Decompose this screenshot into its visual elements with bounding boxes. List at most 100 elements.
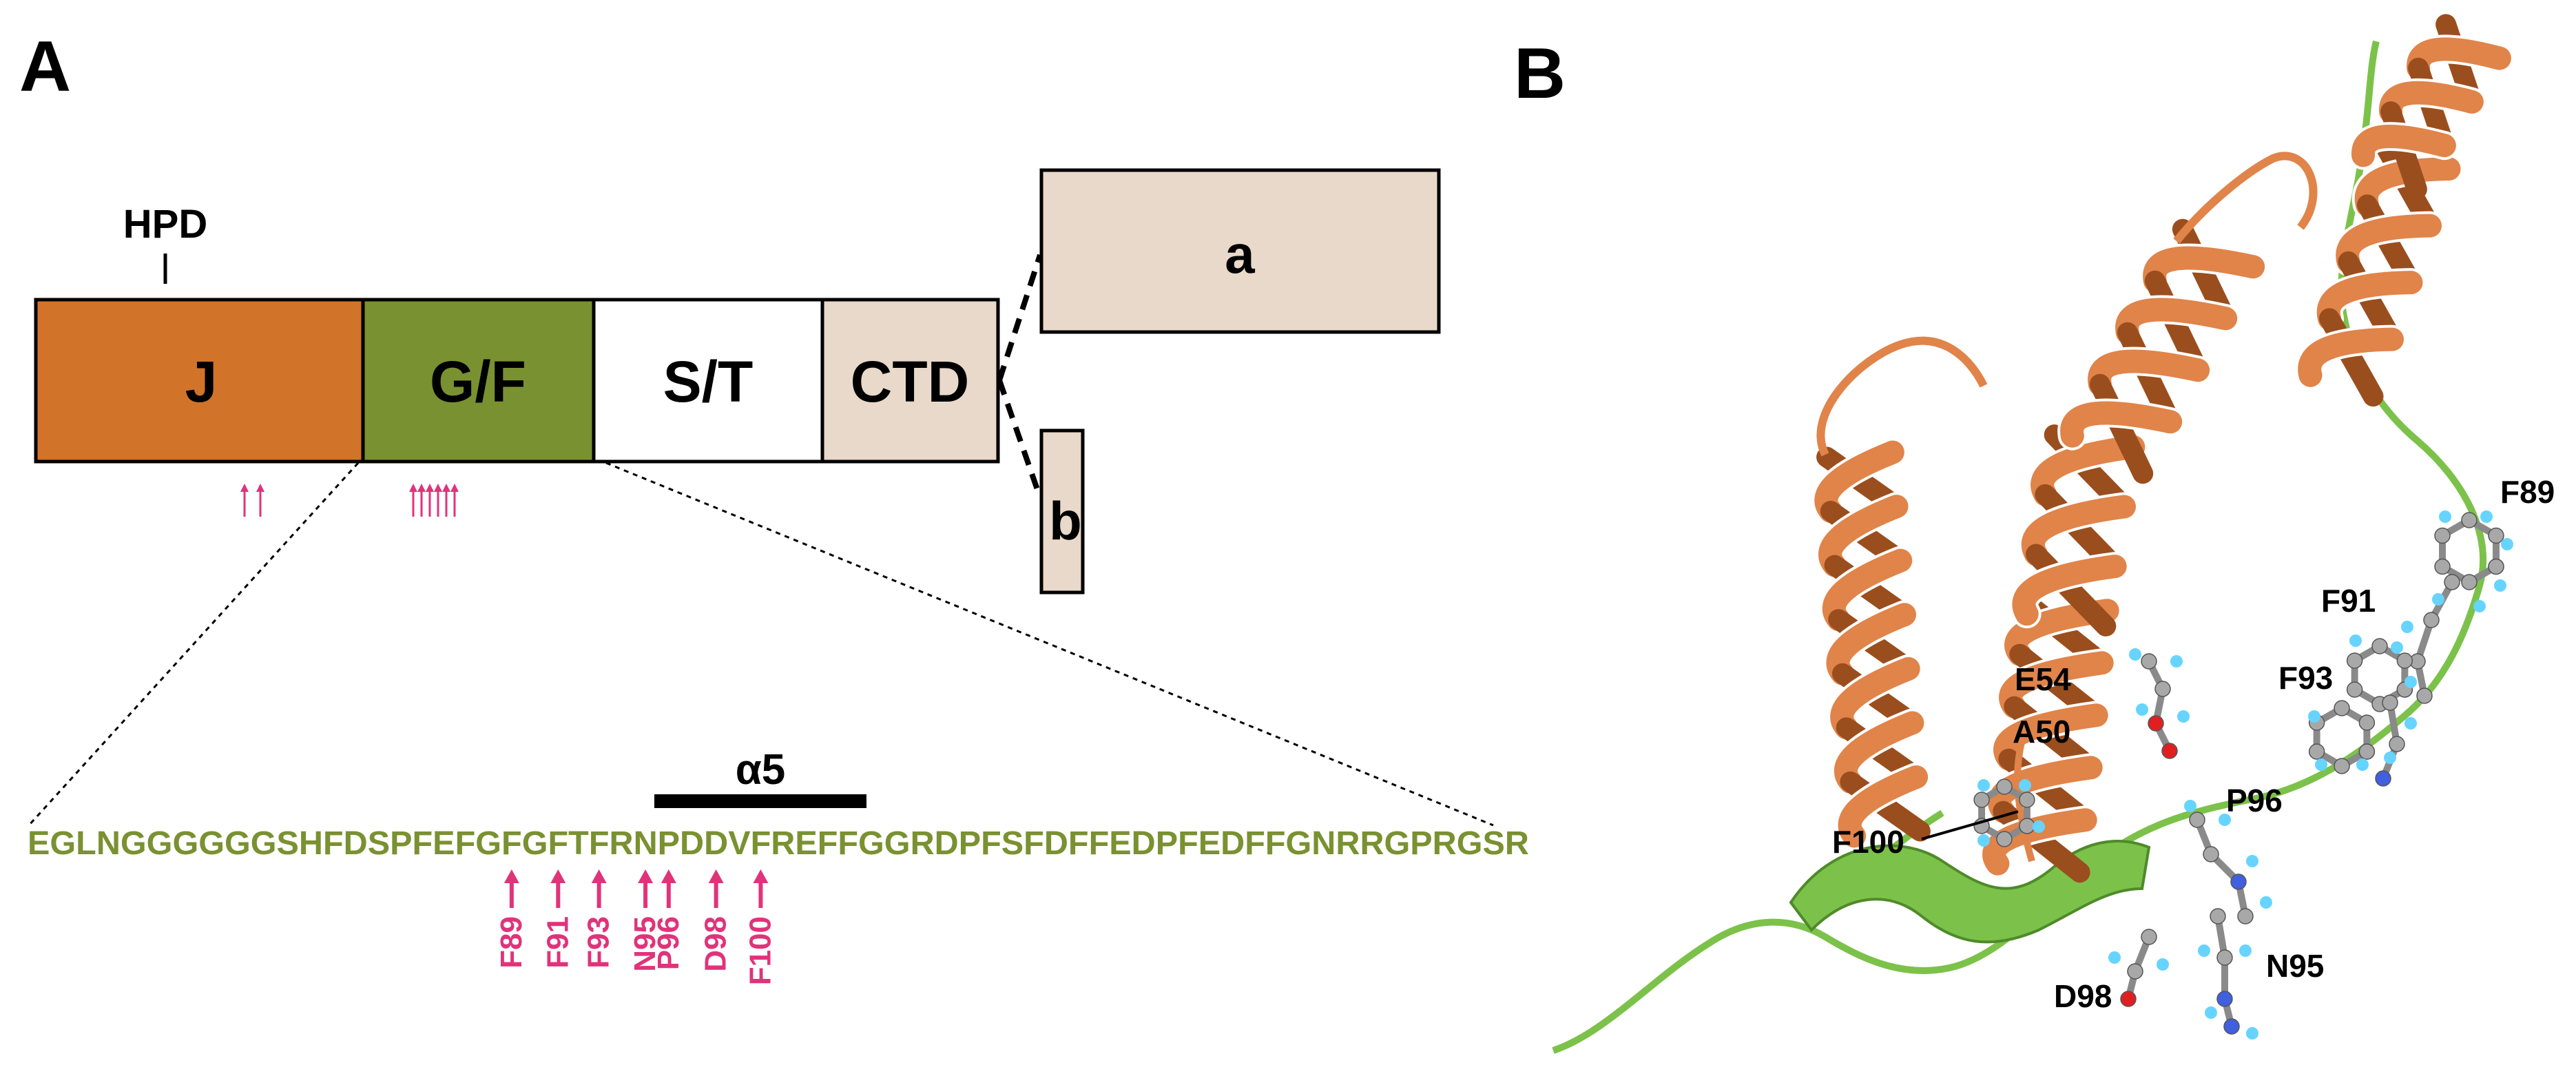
residue-marker-f93: F93 bbox=[582, 869, 616, 969]
side-chain-f93-ring bbox=[2308, 700, 2376, 774]
atom-hydrogen bbox=[2157, 958, 2169, 971]
atom-hydrogen bbox=[2108, 951, 2121, 964]
domain-marker-arrowhead bbox=[426, 484, 434, 492]
label-f89: F89 bbox=[2500, 474, 2555, 510]
residue-marker-f91: F91 bbox=[541, 869, 574, 969]
panel-a: A HPD J G/F S/T CTD a b bbox=[19, 27, 1529, 985]
orange-loop-left bbox=[1816, 336, 1988, 457]
atom-hydrogen bbox=[2246, 855, 2258, 867]
side-chain-f89-ring bbox=[2434, 512, 2504, 590]
atom-hydrogen bbox=[2239, 944, 2252, 957]
residue-marker-arrowhead bbox=[550, 869, 566, 883]
atom bbox=[2237, 908, 2254, 924]
atom bbox=[2416, 688, 2433, 704]
atom-hydrogen bbox=[2439, 510, 2451, 523]
domain-j-label: J bbox=[185, 349, 218, 414]
atom-hydrogen bbox=[2205, 1006, 2217, 1019]
atom-hydrogen bbox=[2019, 779, 2031, 792]
side-chain-n95 bbox=[2210, 908, 2240, 1035]
residue-marker-arrowhead bbox=[591, 869, 607, 883]
sequence-residue: G bbox=[522, 825, 548, 862]
atom-hydrogen bbox=[2184, 800, 2196, 812]
atom-hydrogen bbox=[1977, 834, 1990, 847]
atom bbox=[2308, 743, 2325, 760]
orange-loop-top bbox=[2173, 152, 2318, 244]
atom bbox=[2461, 574, 2478, 590]
atom bbox=[2141, 653, 2157, 670]
label-a50: A50 bbox=[2013, 714, 2070, 750]
helix-turn-front bbox=[2012, 555, 2127, 626]
ctd-link-a bbox=[997, 254, 1043, 382]
atom bbox=[2127, 963, 2143, 980]
residue-marker-label: P96 bbox=[652, 916, 685, 970]
helix-a5-label: α5 bbox=[736, 746, 786, 794]
atom-hydrogen bbox=[2219, 814, 2231, 826]
sequence-residue: D bbox=[680, 825, 704, 862]
label-d98: D98 bbox=[2054, 978, 2112, 1014]
atom bbox=[2334, 700, 2350, 716]
atom-hydrogen bbox=[2170, 655, 2183, 668]
helix-turn-front bbox=[2351, 125, 2456, 167]
label-f93: F93 bbox=[2278, 660, 2333, 696]
atom bbox=[2488, 527, 2504, 544]
atom bbox=[2434, 527, 2451, 544]
atom bbox=[2423, 612, 2440, 628]
atom-hydrogen bbox=[2356, 758, 2369, 771]
label-e54: E54 bbox=[2015, 661, 2071, 697]
side-chain-p96 bbox=[2189, 812, 2254, 924]
atom bbox=[1996, 831, 2013, 847]
sequence-residue: D bbox=[704, 825, 728, 862]
atom bbox=[2189, 812, 2205, 828]
atom bbox=[2346, 652, 2363, 669]
residue-marker-d98: D98 bbox=[699, 869, 733, 972]
helix-center-upper bbox=[2057, 218, 2268, 484]
atom-hydrogen bbox=[2198, 944, 2210, 957]
atom bbox=[2210, 908, 2226, 924]
atom bbox=[2461, 512, 2478, 528]
atom-hydrogen bbox=[2494, 579, 2506, 592]
atom-hydrogen bbox=[2315, 758, 2327, 771]
residue-marker-arrowhead bbox=[503, 869, 519, 883]
atom bbox=[2358, 714, 2376, 731]
atom-hydrogen bbox=[2404, 717, 2417, 730]
atom bbox=[2434, 558, 2451, 575]
hydrogen-atoms bbox=[2401, 510, 2513, 633]
domain-bar: J G/F S/T CTD bbox=[34, 298, 1000, 464]
atom bbox=[1973, 792, 1990, 808]
side-chain-f89 bbox=[2409, 574, 2460, 704]
domain-st bbox=[592, 298, 824, 464]
atom bbox=[2396, 652, 2413, 669]
atom bbox=[2488, 558, 2504, 575]
label-p96: P96 bbox=[2226, 783, 2283, 818]
orange-helices bbox=[1811, 14, 2514, 883]
domain-ctd-label: CTD bbox=[851, 349, 970, 414]
panel-b-label: B bbox=[1514, 34, 1566, 114]
residue-marker-label: F100 bbox=[743, 916, 777, 985]
helix-top bbox=[2349, 14, 2514, 200]
atom-hydrogen bbox=[2260, 896, 2272, 909]
helix-a5-bar bbox=[654, 794, 866, 808]
hydrogen-atoms bbox=[2129, 648, 2190, 723]
atom bbox=[2371, 638, 2388, 654]
atom bbox=[2375, 770, 2391, 787]
atom bbox=[2019, 818, 2035, 834]
domain-gf-label: G/F bbox=[430, 349, 526, 414]
protein-structure: F89 F91 F93 E54 A50 P96 F100 N95 D98 bbox=[1552, 14, 2555, 1054]
atom bbox=[2230, 874, 2247, 890]
ctd-link-b bbox=[997, 379, 1043, 499]
side-chain-d98 bbox=[2120, 929, 2157, 1007]
hydrogen-atoms bbox=[2308, 634, 2417, 771]
sequence-residue: F bbox=[501, 825, 522, 862]
residue-marker-arrowhead bbox=[661, 869, 676, 883]
atom bbox=[2223, 1018, 2240, 1035]
atom-hydrogen bbox=[1977, 779, 1990, 792]
atom-hydrogen bbox=[2501, 538, 2513, 550]
atom bbox=[2334, 758, 2350, 774]
atom-hydrogen bbox=[2473, 600, 2486, 612]
residue-marker-arrowhead bbox=[753, 869, 769, 883]
residue-marker-arrowhead bbox=[638, 869, 654, 883]
sequence-residue: N bbox=[634, 825, 658, 862]
ctd-subdomain-a-label: a bbox=[1225, 224, 1255, 285]
atom bbox=[2141, 929, 2157, 945]
